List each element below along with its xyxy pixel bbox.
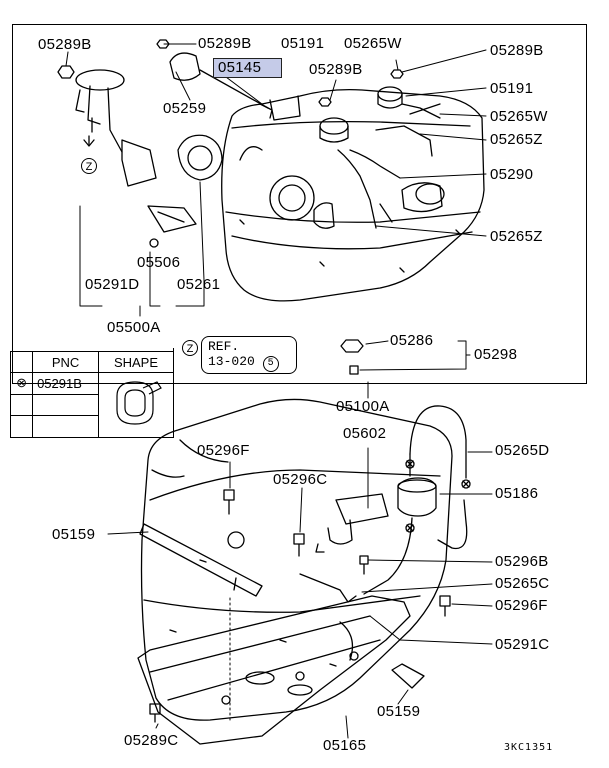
part-label-05265Z-top[interactable]: 05265Z [490, 131, 543, 148]
part-label-05159-left[interactable]: 05159 [52, 526, 96, 543]
clamp-shape-icon [116, 380, 162, 425]
part-label-05296F-top[interactable]: 05296F [197, 442, 250, 459]
part-label-05602[interactable]: 05602 [343, 425, 387, 442]
part-label-05298[interactable]: 05298 [474, 346, 518, 363]
part-label-05289B-left[interactable]: 05289B [38, 36, 92, 53]
part-label-05500A[interactable]: 05500A [107, 319, 161, 336]
undercover [137, 595, 411, 745]
part-label-05296F-right[interactable]: 05296F [495, 597, 548, 614]
part-label-05289B-top[interactable]: 05289B [198, 35, 252, 52]
strap-left [139, 523, 263, 597]
part-label-05265D[interactable]: 05265D [495, 442, 550, 459]
fuel-filter [363, 405, 471, 595]
part-label-05191-right[interactable]: 05191 [490, 80, 534, 97]
part-label-05265W-right[interactable]: 05265W [490, 108, 548, 125]
part-label-05145-highlighted[interactable]: 05145 [213, 58, 283, 78]
part-label-05291D[interactable]: 05291D [85, 276, 140, 293]
part-label-05289B-mid[interactable]: 05289B [309, 61, 363, 78]
pnc-row-empty [32, 393, 99, 417]
part-label-05165[interactable]: 05165 [323, 737, 367, 754]
connector [147, 205, 197, 248]
bolts [149, 489, 451, 723]
upper-fuel-tank [221, 86, 485, 302]
part-label-05265Z-bottom[interactable]: 05265Z [490, 228, 543, 245]
pnc-row-mark-empty [9, 415, 34, 438]
shape-cell [98, 372, 174, 438]
ref-circled-number: 5 [262, 356, 279, 372]
pnc-header: PNC [32, 351, 99, 373]
z-marker-circle: Z [81, 158, 97, 174]
pnc-row-mark-empty [9, 393, 34, 417]
reference-box[interactable]: REF. 13-020 5 [201, 336, 297, 374]
diagram-code: 3KC1351 [504, 742, 554, 753]
strap-bottom [391, 663, 425, 689]
pnc-row-mark: ⊗ [9, 372, 34, 395]
bracket [299, 493, 389, 603]
upper-diagram-frame [12, 24, 587, 384]
fuel-pump-assembly [75, 69, 157, 187]
part-label-05506[interactable]: 05506 [137, 254, 181, 271]
part-label-05289B-right[interactable]: 05289B [490, 42, 544, 59]
pnc-row-value[interactable]: 05291B [32, 372, 99, 395]
pnc-shape-table: PNC SHAPE ⊗ 05291B [9, 351, 174, 438]
shape-header: SHAPE [98, 351, 174, 373]
part-label-05290[interactable]: 05290 [490, 166, 534, 183]
part-label-05159-bottom[interactable]: 05159 [377, 703, 421, 720]
part-label-05265C[interactable]: 05265C [495, 575, 550, 592]
ref-label: REF. [208, 339, 240, 354]
pnc-header-mark [9, 351, 34, 373]
ref-code: 13-020 [208, 354, 255, 369]
part-label-05296C[interactable]: 05296C [273, 471, 328, 488]
upper-subassembly-notch [10, 348, 174, 438]
part-label-05100A[interactable]: 05100A [336, 398, 390, 415]
leaders-lower [107, 447, 493, 739]
part-label-05265W-top[interactable]: 05265W [344, 35, 402, 52]
ref-z-marker: Z [182, 340, 198, 356]
part-label-05191-top[interactable]: 05191 [281, 35, 325, 52]
part-label-05186[interactable]: 05186 [495, 485, 539, 502]
part-label-05296B[interactable]: 05296B [495, 553, 549, 570]
gasket [177, 134, 223, 181]
part-label-05286[interactable]: 05286 [390, 332, 434, 349]
nuts [57, 39, 404, 375]
part-label-05261[interactable]: 05261 [177, 276, 221, 293]
leaders-upper [65, 43, 487, 399]
part-label-05259[interactable]: 05259 [163, 100, 207, 117]
part-label-05291C[interactable]: 05291C [495, 636, 550, 653]
part-label-05289C[interactable]: 05289C [124, 732, 179, 749]
pnc-row-empty [32, 415, 99, 438]
